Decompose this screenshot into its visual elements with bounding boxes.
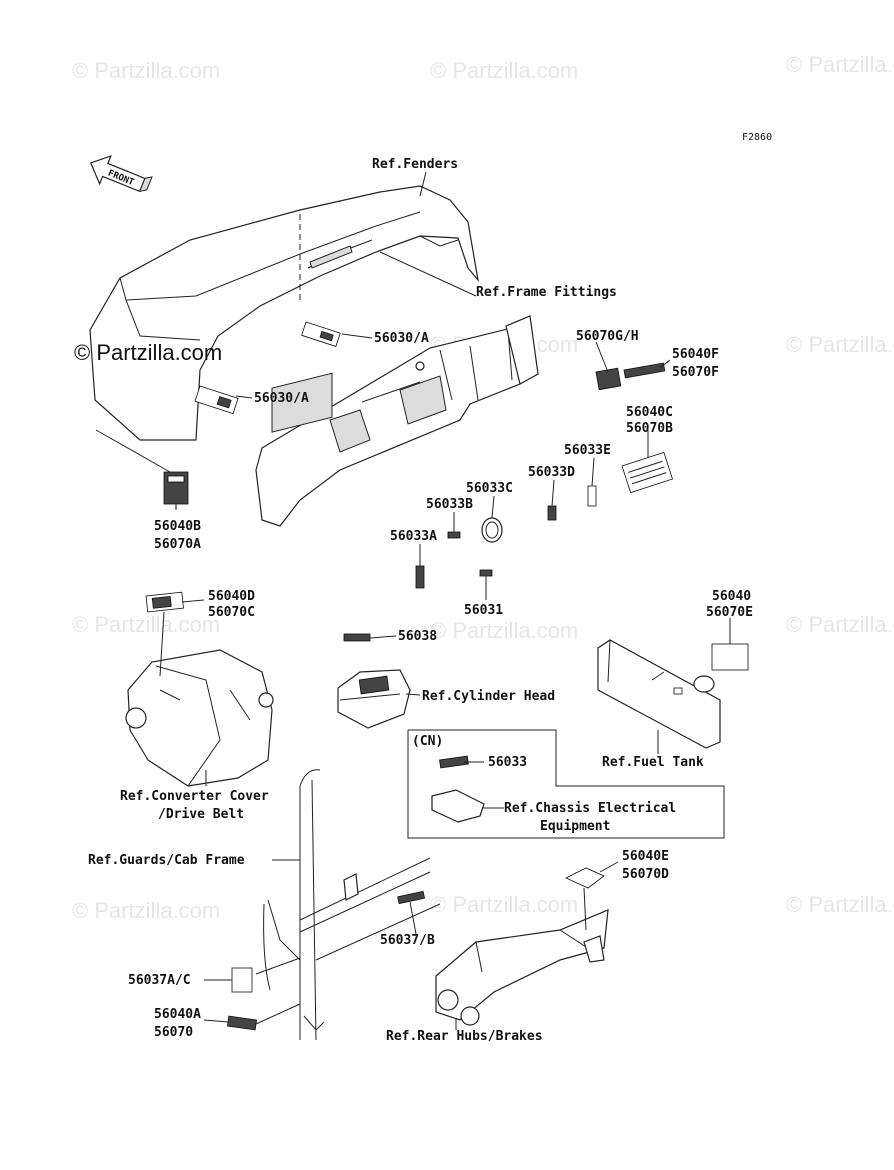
- part-56038: 56038: [398, 629, 437, 644]
- part-56040: 56040: [712, 589, 751, 604]
- part-56033e: 56033E: [564, 443, 611, 458]
- ref-cylinder-head-label: Ref.Cylinder Head: [422, 689, 555, 704]
- part-56033: 56033: [488, 755, 527, 770]
- part-56030a-left: 56030/A: [254, 391, 309, 406]
- cylinder-head-cover: [337, 669, 411, 729]
- part-56070gh: 56070G/H: [576, 329, 639, 344]
- cn-box: (CN): [407, 729, 725, 839]
- watermark: © Partzilla.com: [786, 612, 894, 637]
- part-56070f: 56070F: [672, 365, 719, 380]
- part-56040a: 56040A: [154, 1007, 201, 1022]
- part-56070e: 56070E: [706, 605, 753, 620]
- ref-converter-cover-label: Ref.Converter Cover: [120, 789, 269, 804]
- cn-region-label: (CN): [412, 734, 443, 749]
- part-56031: 56031: [464, 603, 503, 618]
- watermark: © Partzilla.com: [72, 58, 220, 83]
- decal-56033d: [547, 505, 557, 521]
- watermark: © Partzilla.com: [430, 618, 578, 643]
- cab-frame: [263, 769, 441, 1041]
- front-arrow-icon: FRONT: [89, 154, 153, 193]
- ref-drive-belt-label: /Drive Belt: [158, 807, 244, 822]
- part-number-labels: 56030/A 56030/A 56070G/H 56040F 56070F 5…: [128, 329, 753, 1040]
- part-56040f: 56040F: [672, 347, 719, 362]
- part-56070b: 56070B: [626, 421, 673, 436]
- part-56070c: 56070C: [208, 605, 255, 620]
- brand-watermark: © Partzilla.com: [74, 340, 222, 365]
- part-56070: 56070: [154, 1025, 193, 1040]
- decal-56040: [711, 643, 749, 671]
- part-56037ac: 56037A/C: [128, 973, 191, 988]
- ref-frame-fittings-label: Ref.Frame Fittings: [476, 285, 617, 300]
- ref-chassis-electrical-label: Ref.Chassis Electrical: [504, 801, 676, 816]
- decal-56040f: [623, 362, 666, 379]
- decal-56040a: [226, 1015, 258, 1031]
- part-56040c: 56040C: [626, 405, 673, 420]
- decal-56037ac: [231, 967, 253, 993]
- dashboard-panel: [255, 315, 539, 527]
- part-56033b: 56033B: [426, 497, 473, 512]
- ref-fenders-label: Ref.Fenders: [372, 157, 458, 172]
- ref-equipment-label: Equipment: [540, 819, 610, 834]
- diagram-code: F2860: [742, 132, 772, 143]
- ref-rear-hubs-brakes-label: Ref.Rear Hubs/Brakes: [386, 1029, 543, 1044]
- part-56037b: 56037/B: [380, 933, 435, 948]
- decal-56031: [479, 569, 493, 577]
- decal-56033e: [587, 485, 597, 507]
- part-56040b: 56040B: [154, 519, 201, 534]
- fender-decal-left: [194, 385, 239, 415]
- part-56040d: 56040D: [208, 589, 255, 604]
- part-56033a: 56033A: [390, 529, 437, 544]
- part-56030a-top: 56030/A: [374, 331, 429, 346]
- part-56070a: 56070A: [154, 537, 201, 552]
- chassis-electrical-unit: [431, 789, 485, 823]
- decal-56070g-h: [595, 367, 622, 391]
- decal-56037b: [397, 890, 426, 905]
- part-56070d: 56070D: [622, 867, 669, 882]
- part-56033c: 56033C: [466, 481, 513, 496]
- ref-fuel-tank-label: Ref.Fuel Tank: [602, 755, 704, 770]
- converter-cover: [125, 649, 274, 787]
- reference-labels: Ref.Fenders Ref.Frame Fittings Ref.Cylin…: [88, 157, 704, 1044]
- decal-56040b: [163, 471, 189, 505]
- part-56040e: 56040E: [622, 849, 669, 864]
- part-56033d: 56033D: [528, 465, 575, 480]
- fender-decal-top: [301, 321, 341, 347]
- decal-56040d: [145, 591, 184, 613]
- fender-body: [89, 185, 479, 473]
- watermark: © Partzilla.com: [72, 612, 220, 637]
- decal-56040c: [621, 451, 674, 494]
- watermark: © Partzilla.com: [72, 898, 220, 923]
- decal-56038: [343, 633, 371, 642]
- decal-56033: [439, 755, 469, 769]
- leader-lines: [159, 171, 731, 1030]
- watermark: © Partzilla.com: [786, 52, 894, 77]
- rear-hubs-assembly: [435, 909, 609, 1026]
- watermark: © Partzilla.com: [786, 892, 894, 917]
- decal-56033a: [415, 565, 425, 589]
- watermark: © Partzilla.com: [430, 58, 578, 83]
- decal-56040e: [565, 867, 605, 889]
- watermark: © Partzilla.com: [786, 332, 894, 357]
- watermark: © Partzilla.com: [430, 892, 578, 917]
- decal-56033b: [447, 531, 461, 539]
- ref-guards-cab-frame-label: Ref.Guards/Cab Frame: [88, 853, 245, 868]
- fuel-tank: [597, 639, 721, 749]
- ring-decal-inner: [485, 521, 499, 539]
